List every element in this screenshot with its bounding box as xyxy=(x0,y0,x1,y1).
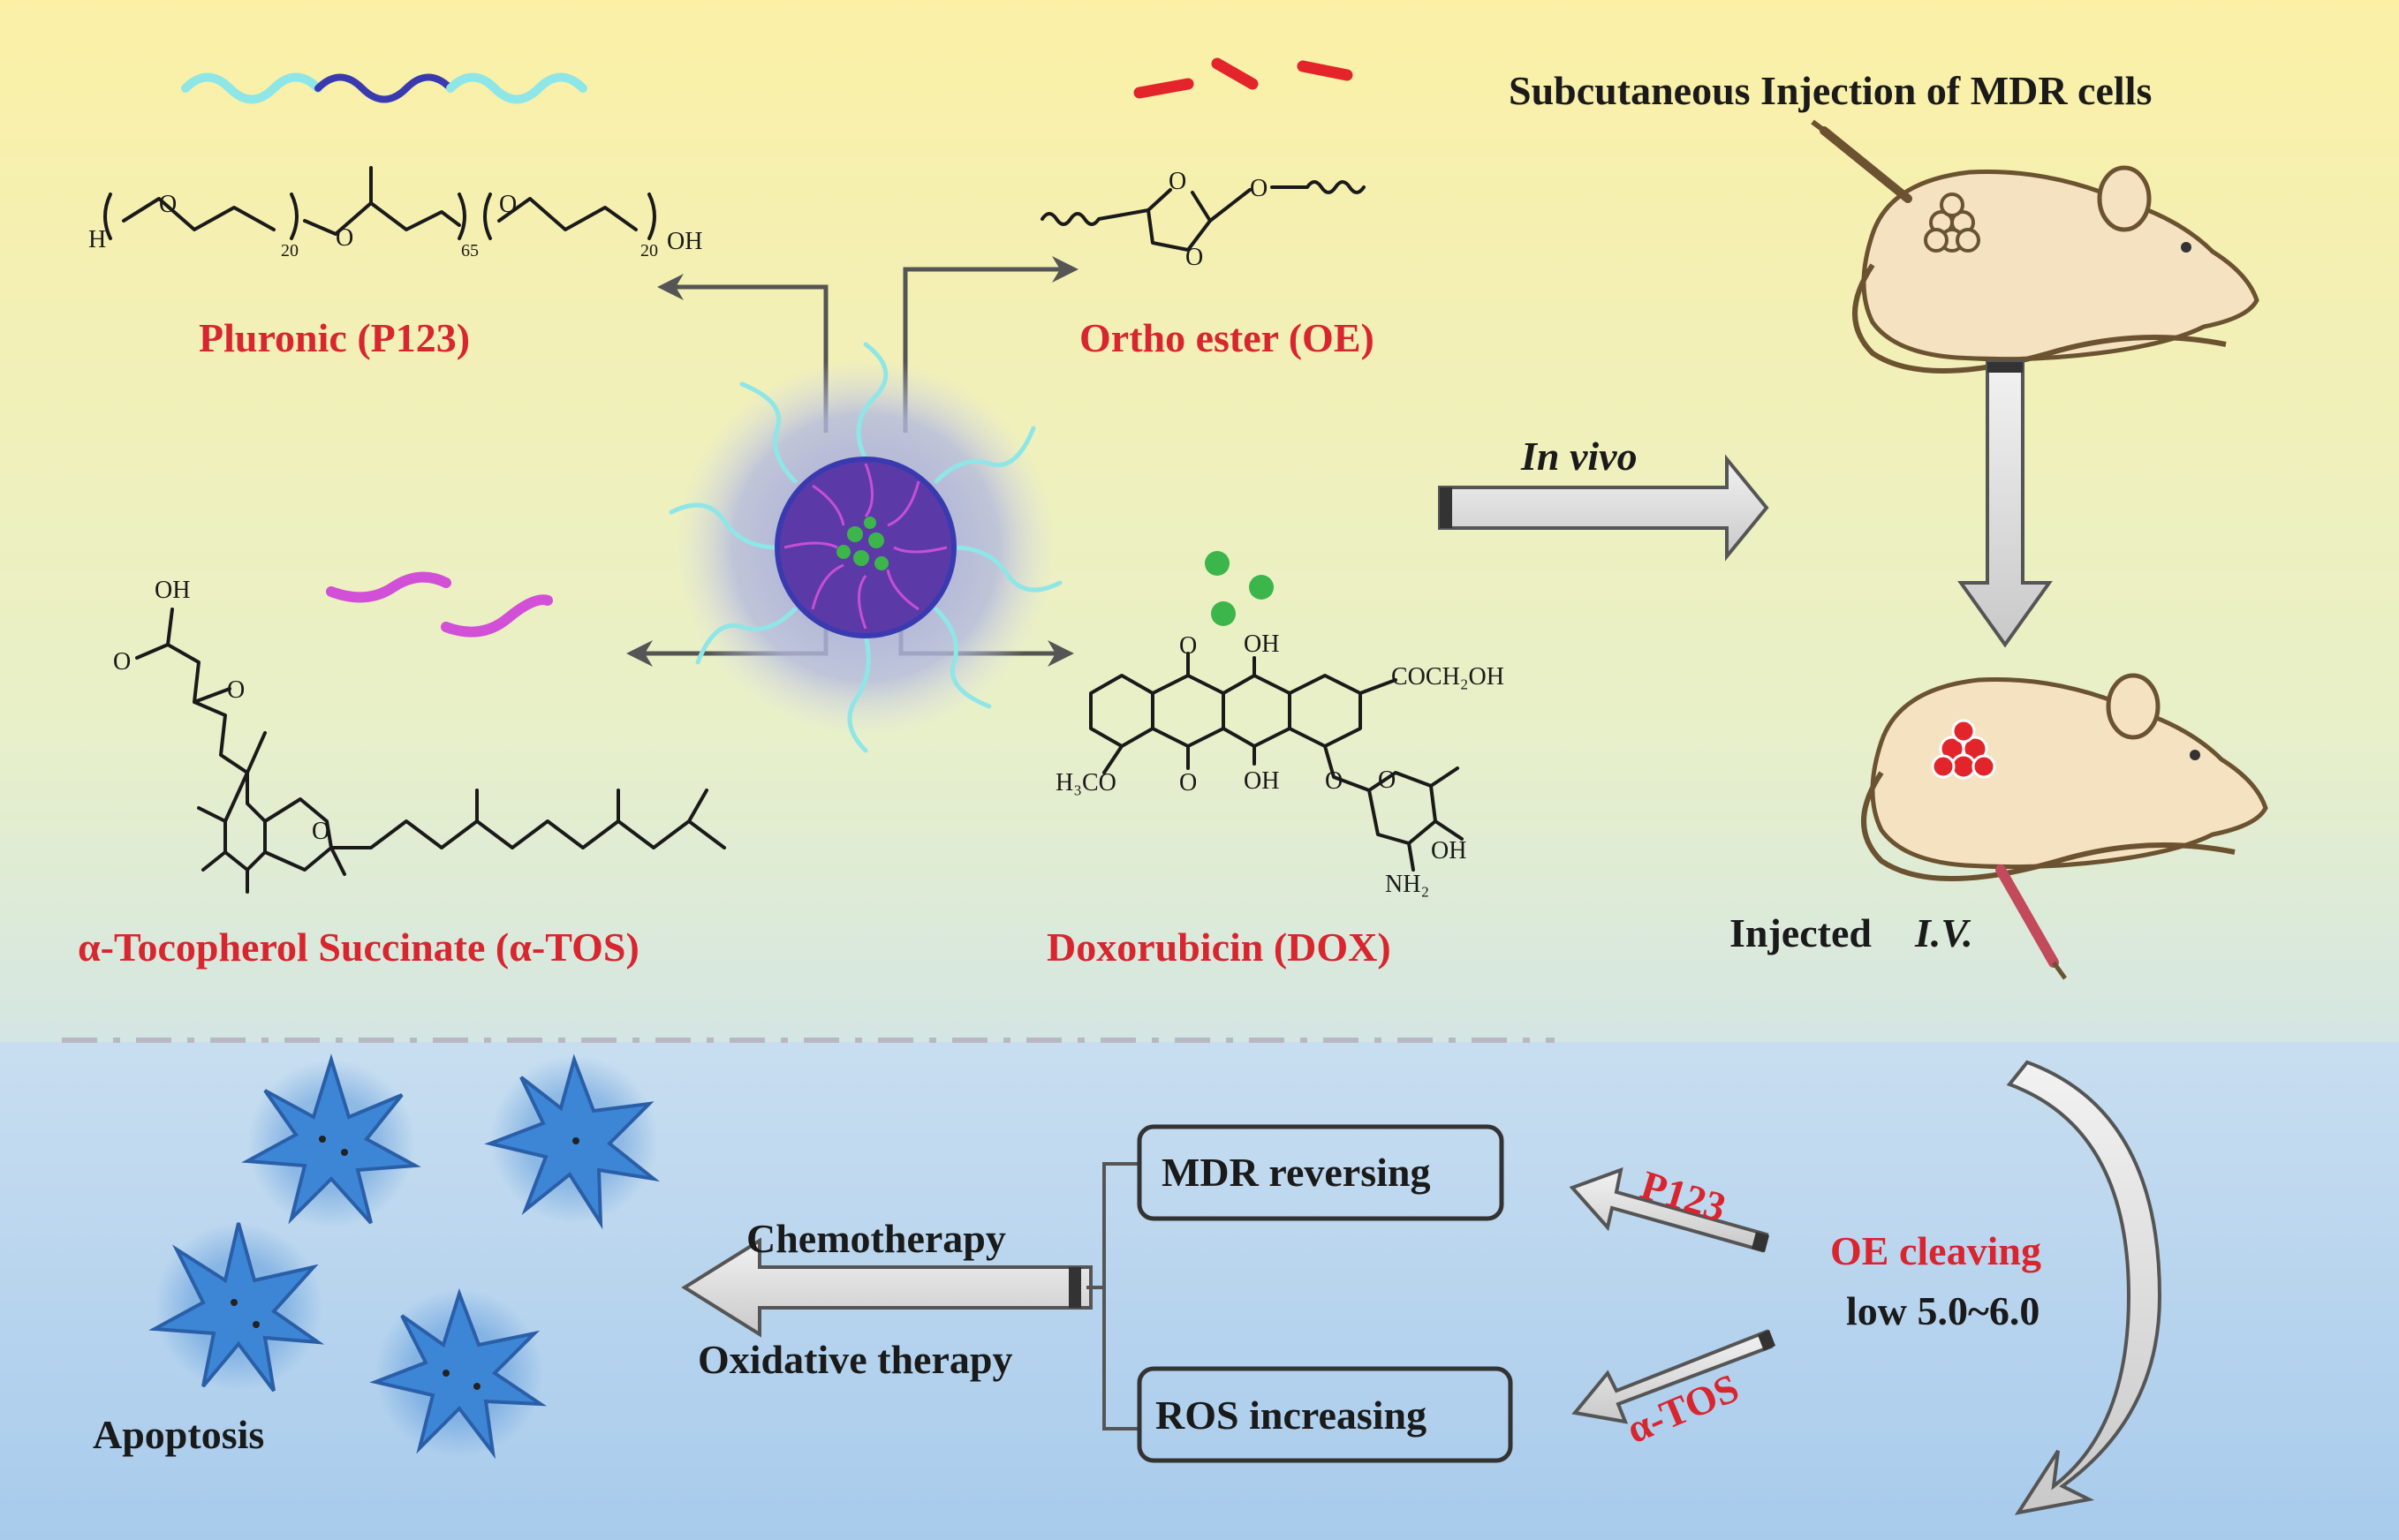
svg-text:OH: OH xyxy=(1244,767,1279,795)
svg-text:O: O xyxy=(227,676,245,704)
p123-structure: H O 20 O 65 O 20 OH xyxy=(88,166,702,260)
down-arrow xyxy=(1957,360,2053,648)
tos-oh: OH xyxy=(155,577,190,604)
p123-sub-c: 20 xyxy=(640,241,658,260)
in-vivo-label: In vivo xyxy=(1520,434,1638,479)
svg-text:O: O xyxy=(1378,766,1396,794)
in-vivo-arrow xyxy=(1438,454,1769,562)
oxidative-label: Oxidative therapy xyxy=(698,1337,1012,1382)
micelle-nanoparticle xyxy=(669,342,1063,753)
tos-arrow xyxy=(1571,1329,1775,1424)
p123-arrow xyxy=(1569,1166,1769,1253)
dox-molecule-icon xyxy=(1205,551,1274,626)
ph-label: low 5.0~6.0 xyxy=(1846,1288,2040,1333)
dox-oh: OH xyxy=(1431,837,1466,864)
dox-amine: NH₂ xyxy=(1385,871,1429,898)
injection-title: Subcutaneous Injection of MDR cells xyxy=(1509,68,2152,113)
tos-structure: OH O O O xyxy=(113,577,726,894)
ros-increasing-label: ROS increasing xyxy=(1155,1393,1427,1438)
p123-sub-a: 20 xyxy=(281,241,299,260)
p123-oh: OH xyxy=(667,228,702,255)
dox-structure: O O OH OH O O COCH₂OH H₃CO NH₂ OH xyxy=(1056,630,1504,898)
svg-text:O: O xyxy=(336,224,353,252)
ros-increasing-box xyxy=(1137,1366,1513,1463)
tos-label: α-Tocopherol Succinate (α-TOS) xyxy=(78,925,639,970)
injected-route: I.V. xyxy=(1914,910,1973,955)
svg-text:O: O xyxy=(159,191,177,218)
dox-methoxy: H₃CO xyxy=(1056,769,1116,796)
mdr-reversing-label: MDR reversing xyxy=(1162,1150,1430,1195)
svg-text:O: O xyxy=(499,191,517,218)
therapy-arrow xyxy=(681,1237,1093,1338)
injected-prefix: Injected xyxy=(1729,910,1872,955)
p123-polymer-icon xyxy=(181,72,587,104)
mouse-tumor-icon xyxy=(1861,673,2268,980)
svg-text:O: O xyxy=(1179,769,1197,796)
oe-structure: O O O xyxy=(1041,168,1366,271)
apoptosis-label: Apoptosis xyxy=(93,1412,264,1457)
svg-text:O: O xyxy=(1185,244,1203,271)
oe-cleaving-label: OE cleaving xyxy=(1830,1228,2041,1273)
p123-label: Pluronic (P123) xyxy=(199,315,470,360)
mouse-subcutaneous-icon xyxy=(1811,119,2259,374)
bracket xyxy=(1102,1162,1139,1431)
p123-h: H xyxy=(88,226,106,253)
curved-arrow xyxy=(2006,1060,2162,1515)
chemotherapy-label: Chemotherapy xyxy=(746,1216,1006,1261)
top-panel-background xyxy=(0,0,2399,1042)
mdr-reversing-box xyxy=(1137,1124,1504,1221)
svg-text:O: O xyxy=(1325,767,1343,795)
svg-text:O: O xyxy=(1169,168,1186,195)
svg-text:OH: OH xyxy=(1244,630,1279,658)
tos-polymer-icon xyxy=(326,571,553,638)
dox-label: Doxorubicin (DOX) xyxy=(1047,925,1391,970)
dox-sidechain: COCH₂OH xyxy=(1391,663,1504,691)
svg-text:O: O xyxy=(1250,175,1268,202)
oe-fragment-icon xyxy=(1133,57,1353,99)
p123-sub-b: 65 xyxy=(461,241,479,260)
oe-label: Ortho ester (OE) xyxy=(1079,315,1374,360)
svg-text:O: O xyxy=(1179,632,1197,660)
apoptosis-cells xyxy=(148,1053,661,1460)
svg-text:O: O xyxy=(113,648,131,676)
svg-text:O: O xyxy=(312,818,329,845)
